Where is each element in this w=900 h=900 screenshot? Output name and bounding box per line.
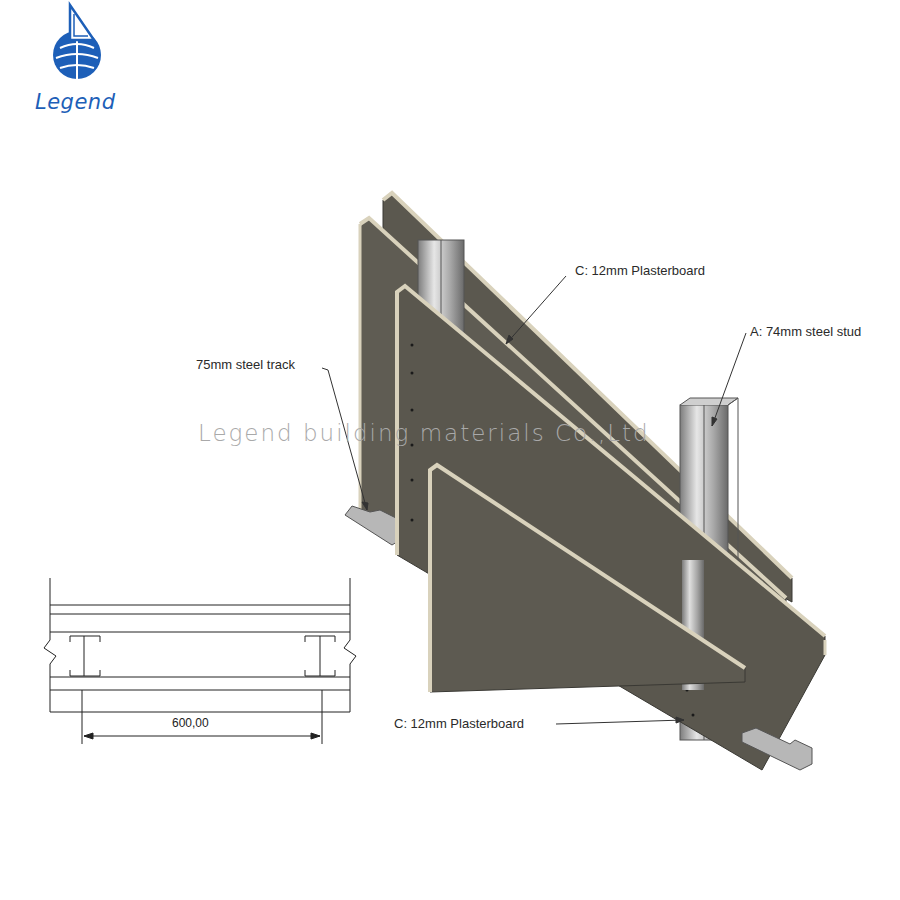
company-logo-text: Legend bbox=[35, 90, 116, 115]
part-label: A: 74mm steel stud bbox=[750, 324, 861, 340]
part-label: C: 12mm Plasterboard bbox=[575, 263, 705, 279]
watermark: Legend building materials Co.,Ltd bbox=[198, 420, 650, 448]
part-label: C: 12mm Plasterboard bbox=[394, 716, 524, 732]
part-label: 75mm steel track bbox=[196, 357, 295, 373]
plan-section bbox=[44, 578, 356, 744]
dimension-label: 600,00 bbox=[172, 716, 209, 730]
logo-mark bbox=[53, 5, 101, 79]
leader-lines bbox=[322, 276, 746, 724]
